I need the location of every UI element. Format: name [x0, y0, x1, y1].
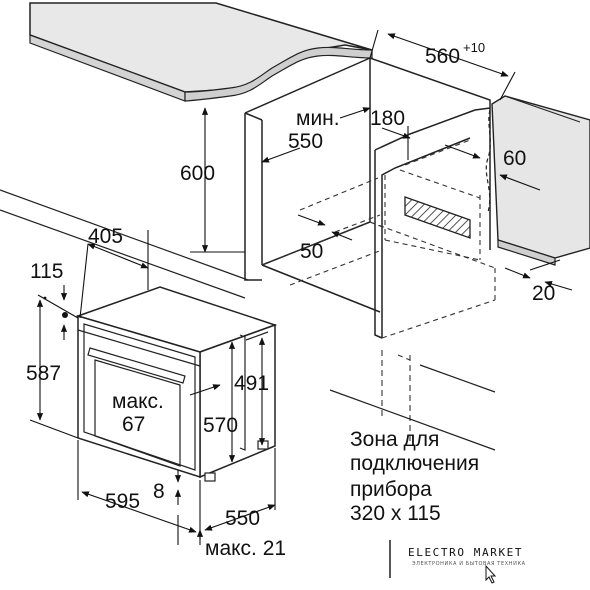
dim-8: 8	[153, 480, 165, 503]
brand-subtitle: ЭЛЕКТРОНИКА И БЫТОВАЯ ТЕХНИКА	[412, 561, 526, 567]
rear-counter	[491, 95, 590, 266]
connection-zone-box	[404, 196, 471, 239]
brand-name: ELECTRO MARKET	[408, 546, 523, 559]
dim-491: 491	[234, 372, 269, 395]
dim-550: 550	[225, 507, 260, 530]
dim-560-tol: +10	[463, 40, 485, 55]
dim-60: 60	[503, 147, 526, 170]
dim-560: 560	[425, 45, 460, 68]
dim-595: 595	[105, 490, 140, 513]
dim-115: 115	[30, 260, 63, 283]
connection-zone-note: Зона для подключения прибора 320 x 115	[350, 428, 479, 525]
dim-587: 587	[26, 362, 61, 385]
zone-line-1: Зона для	[350, 428, 439, 451]
dimension-labels: 560 +10 мин. 550 180 60 600 50 20 405 11…	[26, 40, 555, 560]
dim-20: 20	[532, 282, 555, 305]
oven-front-details	[77, 323, 269, 471]
dim-180: 180	[370, 107, 405, 130]
dim-max-21: макс. 21	[205, 537, 286, 560]
dimension-lines	[29, 29, 573, 545]
brand-watermark: ELECTRO MARKET ЭЛЕКТРОНИКА И БЫТОВАЯ ТЕХ…	[345, 522, 526, 584]
cursor-icon	[485, 564, 497, 584]
hidden-lines	[261, 139, 496, 445]
dim-600: 600	[180, 162, 215, 185]
zone-line-3: прибора	[350, 478, 432, 501]
dim-min-550: 550	[288, 130, 323, 153]
countertop	[29, 2, 373, 102]
break-line	[485, 109, 491, 213]
zone-line-4: 320 x 115	[350, 502, 441, 525]
dim-max-67: 67	[122, 413, 145, 436]
dim-min-label: мин.	[296, 107, 340, 130]
dim-max-label: макс.	[112, 390, 164, 413]
zone-line-2: подключения	[350, 452, 479, 475]
dim-405: 405	[88, 225, 123, 248]
dim-570: 570	[203, 414, 238, 437]
reference-dots	[43, 296, 68, 318]
cabinet-niche	[244, 57, 491, 339]
dim-50: 50	[300, 240, 323, 263]
